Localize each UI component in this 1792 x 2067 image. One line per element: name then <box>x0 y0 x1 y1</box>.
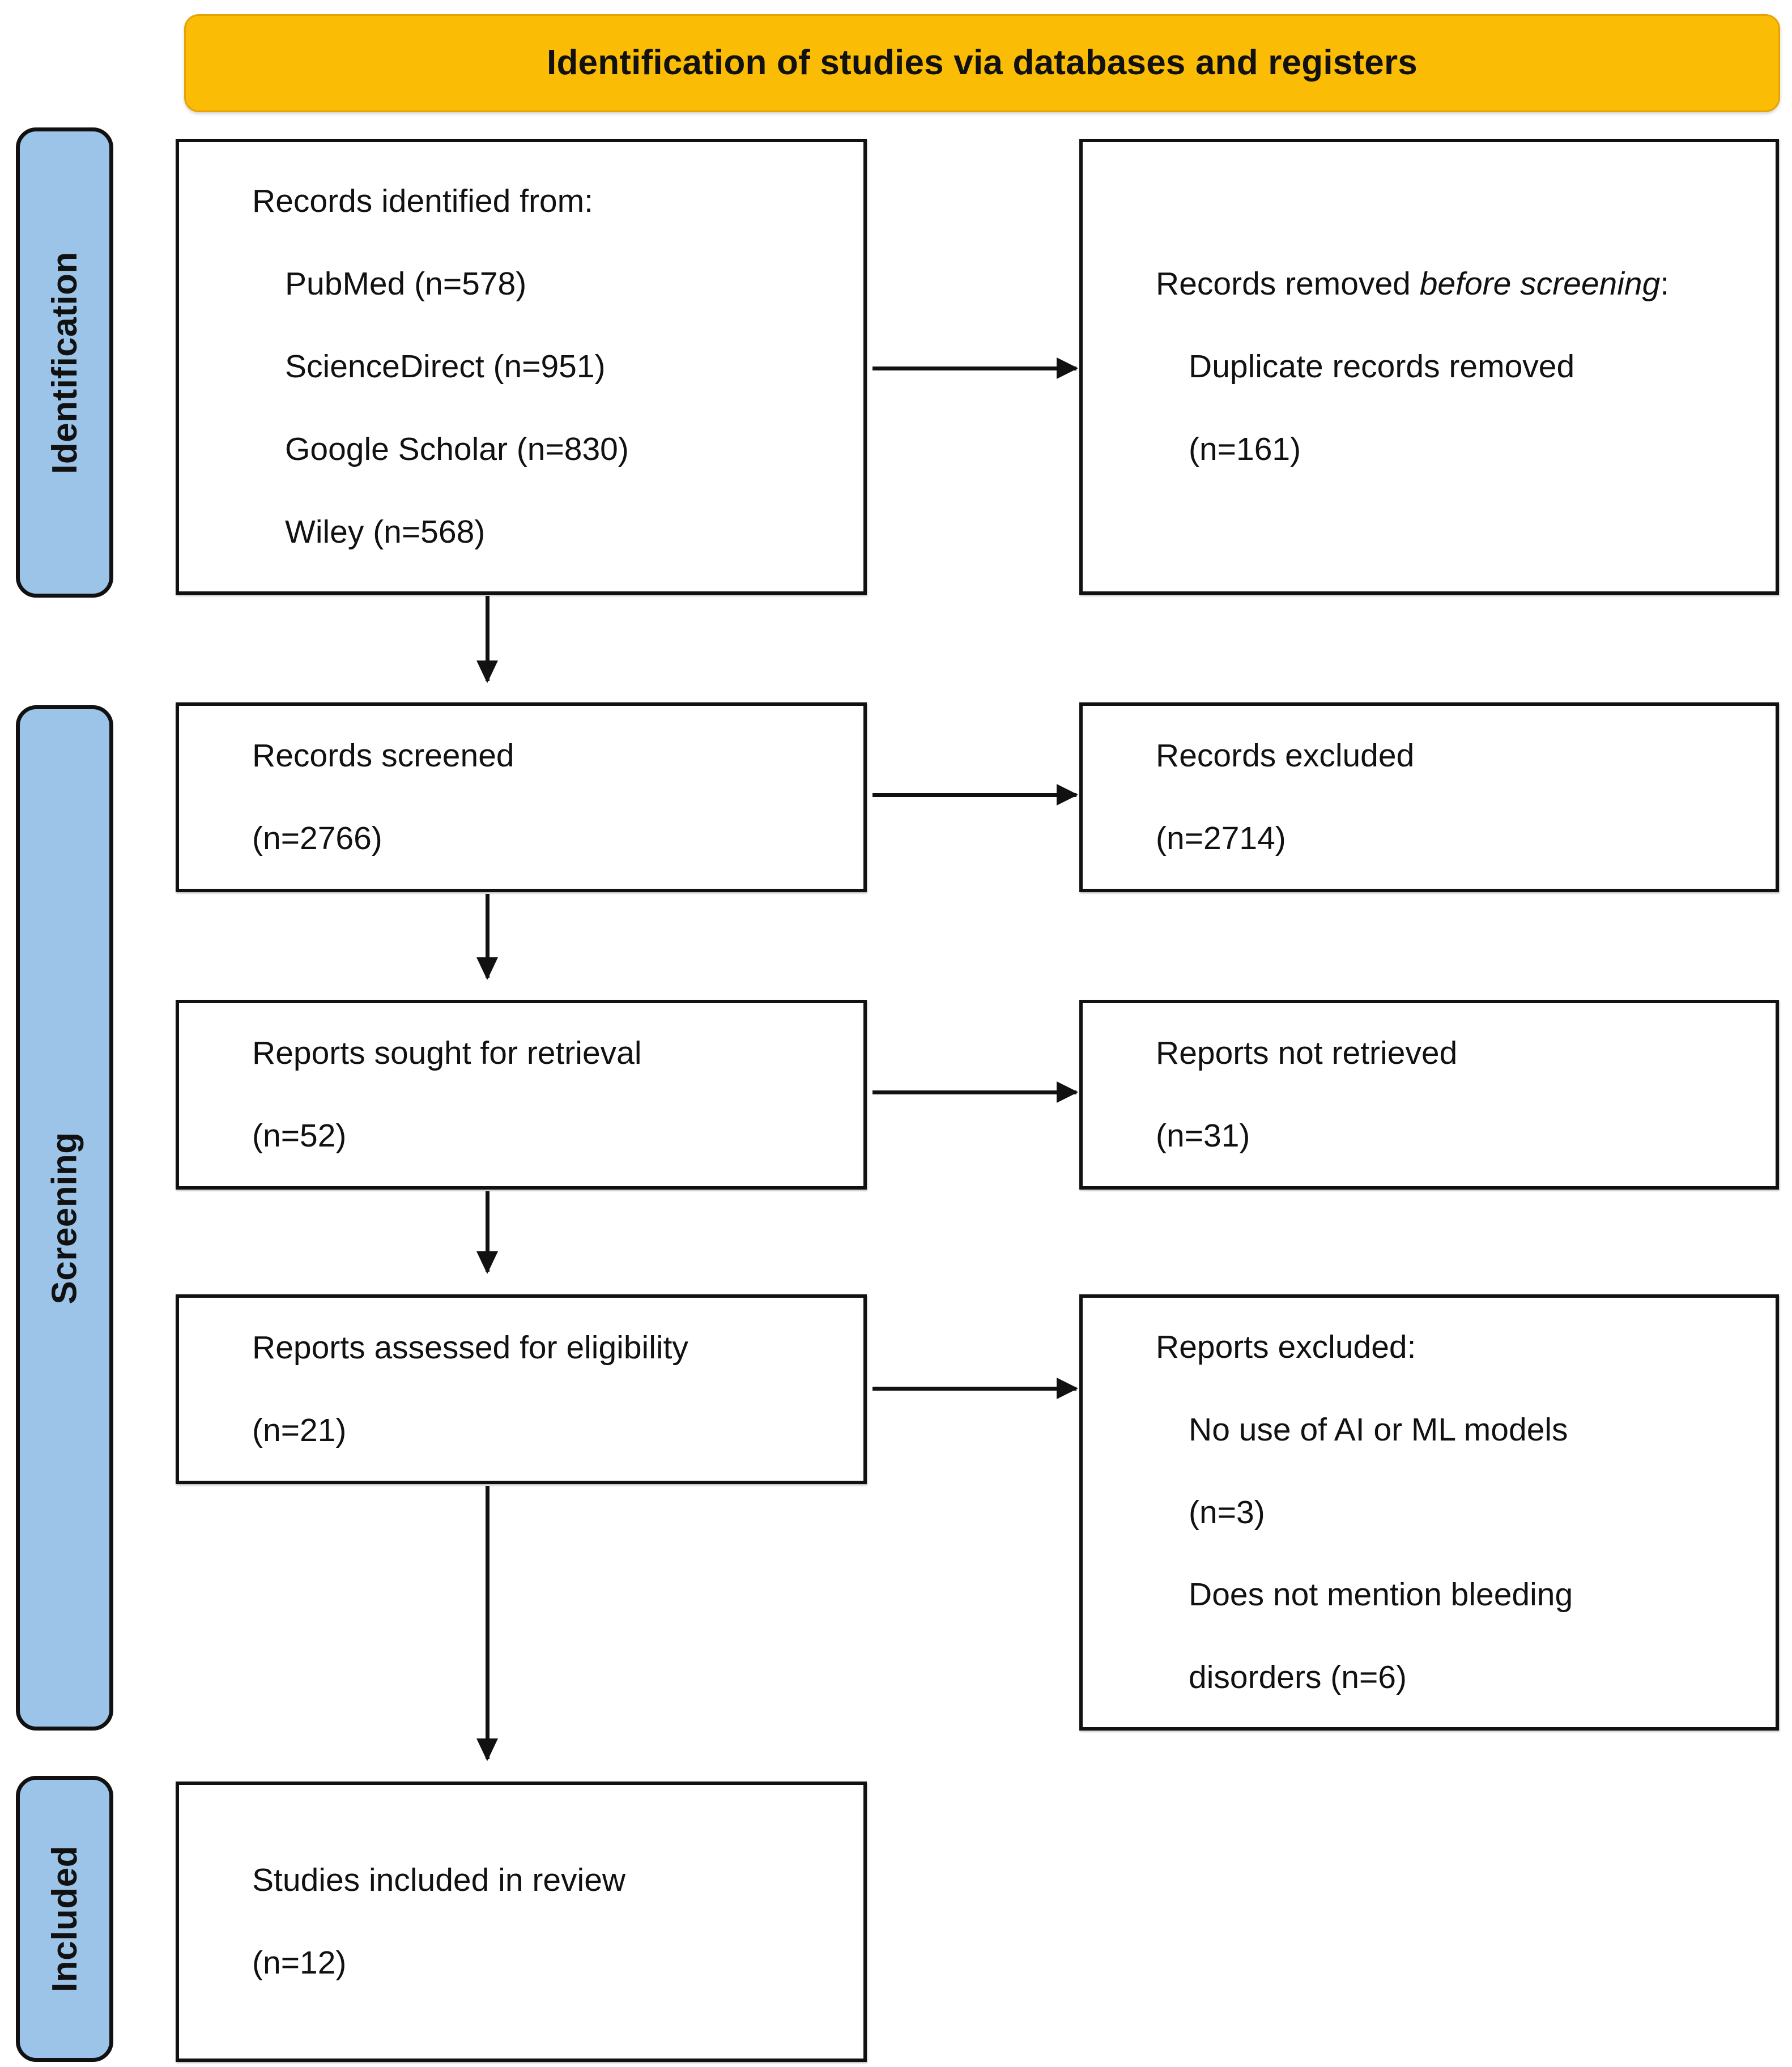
exclusion-reason-no-bleeding-disorders-count: disorders (n=6) <box>1189 1659 1407 1696</box>
box-reports-excluded: Reports excluded: No use of AI or ML mod… <box>1079 1294 1779 1731</box>
stage-label-included: Included <box>16 1776 113 2062</box>
box-records-screened: Records screened (n=2766) <box>176 702 867 892</box>
arrow-sought-to-assessed <box>476 1191 498 1274</box>
records-removed-heading-post: : <box>1660 266 1670 302</box>
stage-label-identification: Identification <box>16 127 113 598</box>
box-reports-sought-for-retrieval: Reports sought for retrieval (n=52) <box>176 1000 867 1190</box>
box-records-identified-text: Records identified from: PubMed (n=578) … <box>179 139 863 594</box>
records-removed-heading-pre: Records removed <box>1156 266 1420 302</box>
stage-label-screening-text: Screening <box>45 1131 84 1305</box>
studies-included-label: Studies included in review <box>252 1862 626 1899</box>
records-excluded-count: (n=2714) <box>1156 820 1286 856</box>
box-reports-assessed-for-eligibility: Reports assessed for eligibility (n=21) <box>176 1294 867 1484</box>
source-wiley: Wiley (n=568) <box>285 513 486 550</box>
reports-not-retrieved-count: (n=31) <box>1156 1117 1250 1154</box>
records-identified-heading: Records identified from: <box>252 183 593 220</box>
box-studies-included-text: Studies included in review (n=12) <box>179 1818 863 2025</box>
reports-assessed-label: Reports assessed for eligibility <box>252 1329 688 1366</box>
box-records-removed-text: Records removed before screening: Duplic… <box>1083 222 1776 512</box>
arrow-assessed-to-reports-excluded <box>872 1378 1078 1399</box>
reports-excluded-heading: Reports excluded: <box>1156 1328 1416 1365</box>
arrow-sought-to-not-retrieved <box>872 1081 1078 1103</box>
arrow-identified-to-removed <box>872 357 1078 379</box>
exclusion-reason-no-ai-ml-count: (n=3) <box>1189 1494 1265 1531</box>
box-reports-not-retrieved: Reports not retrieved (n=31) <box>1079 1000 1779 1190</box>
diagram-title: Identification of studies via databases … <box>547 43 1418 83</box>
records-screened-label: Records screened <box>252 738 514 774</box>
arrow-identified-to-screened <box>476 596 498 683</box>
box-reports-excluded-text: Reports excluded: No use of AI or ML mod… <box>1083 1285 1776 1740</box>
reports-not-retrieved-label: Reports not retrieved <box>1156 1035 1458 1072</box>
duplicate-records-removed-count: (n=161) <box>1189 431 1301 467</box>
records-screened-count: (n=2766) <box>252 820 382 856</box>
duplicate-records-removed-label: Duplicate records removed <box>1189 348 1575 385</box>
box-records-excluded: Records excluded (n=2714) <box>1079 702 1779 892</box>
stage-label-screening: Screening <box>16 705 113 1731</box>
stage-label-included-text: Included <box>45 1846 84 1992</box>
box-records-screened-text: Records screened (n=2766) <box>179 694 863 901</box>
arrow-screened-to-sought <box>476 894 498 980</box>
records-excluded-label: Records excluded <box>1156 738 1415 774</box>
reports-sought-count: (n=52) <box>252 1117 347 1154</box>
reports-sought-label: Reports sought for retrieval <box>252 1035 642 1072</box>
source-pubmed: PubMed (n=578) <box>285 266 527 302</box>
box-records-identified: Records identified from: PubMed (n=578) … <box>176 139 867 595</box>
exclusion-reason-no-ai-ml: No use of AI or ML models <box>1189 1411 1568 1448</box>
stage-label-identification-text: Identification <box>45 251 84 474</box>
studies-included-count: (n=12) <box>252 1944 347 1981</box>
box-reports-not-retrieved-text: Reports not retrieved (n=31) <box>1083 991 1776 1198</box>
box-reports-sought-text: Reports sought for retrieval (n=52) <box>179 991 863 1198</box>
diagram-header-banner: Identification of studies via databases … <box>184 14 1780 112</box>
arrow-screened-to-records-excluded <box>872 784 1078 806</box>
reports-assessed-count: (n=21) <box>252 1412 347 1448</box>
source-google-scholar: Google Scholar (n=830) <box>285 431 629 467</box>
exclusion-reason-no-bleeding-disorders: Does not mention bleeding <box>1189 1576 1573 1613</box>
box-reports-assessed-text: Reports assessed for eligibility (n=21) <box>179 1286 863 1493</box>
arrow-assessed-to-included <box>476 1486 498 1761</box>
records-removed-heading-emphasis: before screening <box>1419 266 1661 302</box>
box-records-excluded-text: Records excluded (n=2714) <box>1083 694 1776 901</box>
box-records-removed-before-screening: Records removed before screening: Duplic… <box>1079 139 1779 595</box>
box-studies-included-in-review: Studies included in review (n=12) <box>176 1782 867 2062</box>
source-sciencedirect: ScienceDirect (n=951) <box>285 348 606 385</box>
